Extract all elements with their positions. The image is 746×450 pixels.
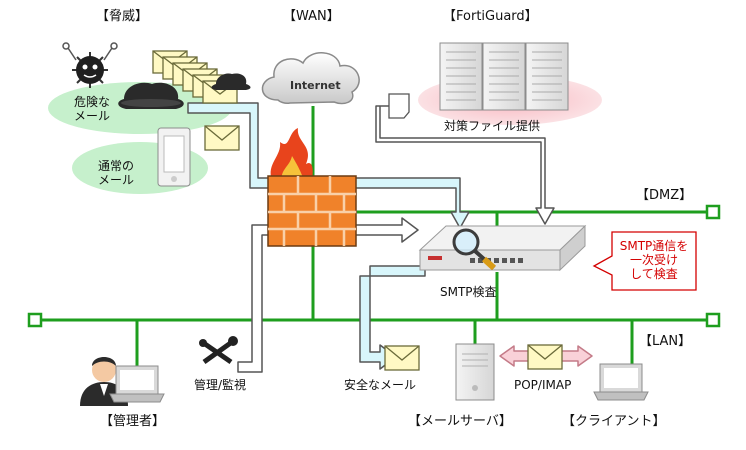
file-icon — [388, 93, 410, 119]
spy-small-icon — [211, 73, 251, 90]
callout-text: SMTP通信を 一次受け して検査 — [612, 239, 696, 281]
spy-icon — [118, 82, 184, 109]
tools-icon — [199, 336, 238, 365]
pop-imap-label: POP/IMAP — [514, 378, 572, 392]
callout-line3: して検査 — [630, 267, 678, 281]
threat-mail-label: 危険な メール — [70, 95, 114, 123]
callout-box — [592, 231, 697, 291]
zone-dmz-label: 【DMZ】 — [636, 188, 693, 203]
smartphone-icon — [157, 127, 191, 187]
firewall — [267, 128, 357, 247]
mail-server-icon — [455, 343, 495, 401]
fortiguard-provide-label: 対策ファイル提供 — [444, 119, 541, 133]
normal-mail-line1: 通常の — [97, 159, 134, 173]
virus-icon — [62, 42, 118, 88]
callout-line2: 一次受け — [629, 253, 678, 267]
zone-wan-label: 【WAN】 — [283, 9, 340, 24]
lan-end-right — [705, 312, 721, 328]
threat-mail-line1: 危険な — [73, 95, 110, 109]
zone-threat-label: 【脅威】 — [96, 9, 149, 24]
fortiguard-servers — [439, 42, 569, 111]
client-label: 【クライアント】 — [562, 414, 666, 429]
admin-label: 【管理者】 — [100, 414, 166, 429]
threat-mail-line2: メール — [73, 109, 110, 123]
fortiguard-arrow — [375, 105, 555, 225]
management-arrow — [237, 217, 419, 373]
callout-line1: SMTP通信を — [619, 239, 689, 253]
internet-cloud — [261, 52, 360, 105]
envelope-popimap — [527, 344, 563, 370]
management-label: 管理/監視 — [194, 378, 247, 392]
normal-mail-label: 通常の メール — [94, 159, 138, 187]
envelope-normal — [204, 125, 240, 151]
lan-end-left — [27, 312, 43, 328]
smtp-inspection-label: SMTP検査 — [440, 285, 497, 299]
envelope-safe — [384, 345, 420, 371]
internet-label: Internet — [290, 79, 341, 92]
zone-lan-label: 【LAN】 — [639, 334, 692, 349]
normal-mail-line2: メール — [97, 173, 134, 187]
fortimail-appliance — [418, 224, 587, 272]
dmz-end-right — [705, 204, 721, 220]
magnifier-icon — [452, 228, 497, 271]
admin-laptop-icon — [109, 365, 165, 403]
envelope-stack — [152, 50, 238, 104]
network-lines — [35, 106, 713, 372]
mail-server-label: 【メールサーバ】 — [408, 414, 512, 429]
envelopes — [152, 50, 563, 371]
client-laptop-icon — [593, 363, 649, 401]
safe-mail-label: 安全なメール — [344, 378, 417, 392]
zone-fortiguard-label: 【FortiGuard】 — [443, 9, 538, 24]
